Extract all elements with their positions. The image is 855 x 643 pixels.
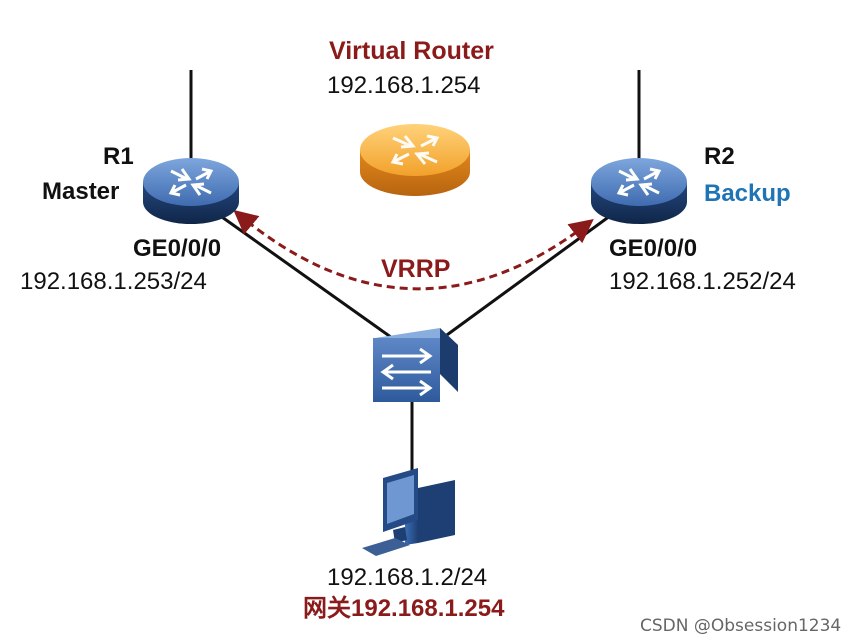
r2-ip: 192.168.1.252/24	[609, 268, 796, 295]
pc-icon	[362, 468, 455, 556]
r1-role-master: Master	[42, 178, 120, 205]
watermark: CSDN @Obsession1234	[640, 616, 842, 636]
r2-interface: GE0/0/0	[609, 235, 698, 262]
vrrp-label: VRRP	[381, 255, 451, 283]
host-ip: 192.168.1.2/24	[327, 564, 488, 591]
r1-ip: 192.168.1.253/24	[20, 268, 207, 295]
r2-role-backup: Backup	[704, 180, 791, 207]
host-gateway: 网关192.168.1.254	[303, 595, 505, 622]
r1-switch-link	[204, 203, 396, 342]
virtual-router-ip: 192.168.1.254	[327, 72, 481, 99]
switch-icon	[373, 328, 458, 402]
r1-router-icon	[143, 158, 239, 224]
r1-name: R1	[103, 143, 134, 170]
vrrp-arrow	[233, 209, 594, 291]
virtual-router-title: Virtual Router	[329, 37, 494, 65]
r2-name: R2	[704, 143, 735, 170]
virtual-router-icon	[360, 124, 470, 196]
r2-router-icon	[591, 158, 687, 224]
r2-switch-link	[439, 203, 626, 342]
r1-interface: GE0/0/0	[133, 235, 222, 262]
